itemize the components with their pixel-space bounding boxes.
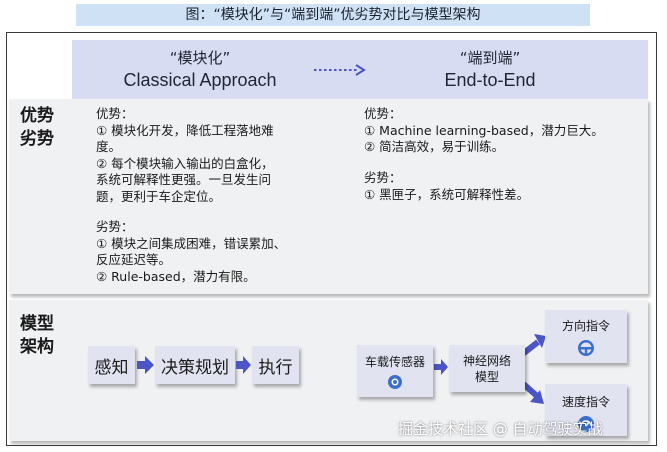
header-modular-en: Classical Approach — [123, 70, 277, 90]
arrow-planning-execution — [236, 356, 251, 374]
sensor-box: 车载传感器 — [357, 345, 433, 397]
model-label-line: 架构 — [20, 337, 54, 357]
e2e-cons-line: ① 黑匣子，系统可解释性差。 — [364, 186, 530, 202]
header-e2e-cn: “端到端” — [459, 49, 521, 67]
speed-command-label: 速度指令 — [561, 395, 610, 409]
cons-label: 劣势 — [20, 129, 54, 149]
modular-pros-line: 系统可解释性更强。一旦发生问 — [96, 172, 272, 187]
model-label: 模型 架构 — [20, 313, 54, 359]
modular-cons-line: ② Rule-based，潜力有限。 — [96, 268, 256, 284]
pros-label: 优势 — [20, 106, 54, 126]
steering-command-label: 方向指令 — [561, 318, 610, 333]
arrow-perception-planning — [137, 356, 154, 374]
e2e-pros-line: ① Machine learning-based，潜力巨大。 — [364, 122, 604, 138]
e2e-cons: 劣势： ① 黑匣子，系统可解释性差。 — [364, 170, 529, 203]
modular-pros-line: ① 模块化开发，降低工程落地难 — [96, 122, 274, 138]
modular-cons-line: 反应延迟等。 — [96, 252, 172, 267]
modular-pros-line: ② 每个模块输入输出的白盒化， — [96, 155, 274, 171]
modular-pros-title: 优势： — [96, 106, 134, 121]
pros-cons-panel — [9, 99, 648, 294]
steering-wheel-icon — [578, 339, 594, 356]
watermark: 掘金技术社区 @ 自动驾驶实战 — [398, 420, 603, 438]
steering-command-box: 方向指令 — [545, 310, 627, 363]
modular-pros: 优势： ① 模块化开发，降低工程落地难 度。 ② 每个模块输入输出的白盒化， 系… — [96, 106, 274, 205]
modular-cons-line: ① 模块之间集成困难，错误累加、 — [96, 235, 287, 251]
speed-command-box: 速度指令 — [545, 384, 627, 436]
neural-network-label: 模型 — [474, 369, 499, 384]
planning-box: 决策规划 — [155, 346, 235, 384]
speedometer-icon — [578, 416, 594, 432]
modular-cons: 劣势： ① 模块之间集成困难，错误累加、 反应延迟等。 ② Rule-based… — [96, 219, 286, 285]
neural-network-box: 神经网络 模型 — [449, 345, 525, 392]
e2e-pros: 优势： ① Machine learning-based，潜力巨大。 ② 简洁高… — [364, 106, 604, 156]
execution-box: 执行 — [252, 346, 299, 384]
header-e2e: “端到端” End-to-End — [390, 48, 590, 92]
modular-pros-line: 度。 — [96, 139, 122, 154]
perception-box: 感知 — [88, 346, 135, 384]
header-modular-cn: “模块化” — [169, 49, 231, 67]
camera-icon — [388, 374, 402, 389]
model-label-line: 模型 — [20, 314, 54, 334]
header-e2e-en: End-to-End — [444, 70, 536, 90]
e2e-cons-title: 劣势： — [364, 170, 402, 185]
modular-pros-line: 题，更利于车企定位。 — [96, 188, 222, 204]
header-band — [72, 40, 648, 100]
modular-cons-title: 劣势： — [96, 219, 134, 234]
figure-title: 图：“模块化”与“端到端”优劣势对比与模型架构 — [76, 4, 590, 26]
dotted-arrow — [314, 64, 366, 76]
pros-cons-label: 优势 劣势 — [20, 105, 54, 151]
arrow-sensor-model — [434, 359, 448, 375]
e2e-pros-title: 优势： — [364, 106, 402, 121]
sensor-label: 车载传感器 — [364, 354, 425, 369]
neural-network-label: 神经网络 — [462, 353, 511, 368]
header-modular: “模块化” Classical Approach — [100, 48, 300, 92]
e2e-pros-line: ② 简洁高效，易于训练。 — [364, 139, 505, 154]
